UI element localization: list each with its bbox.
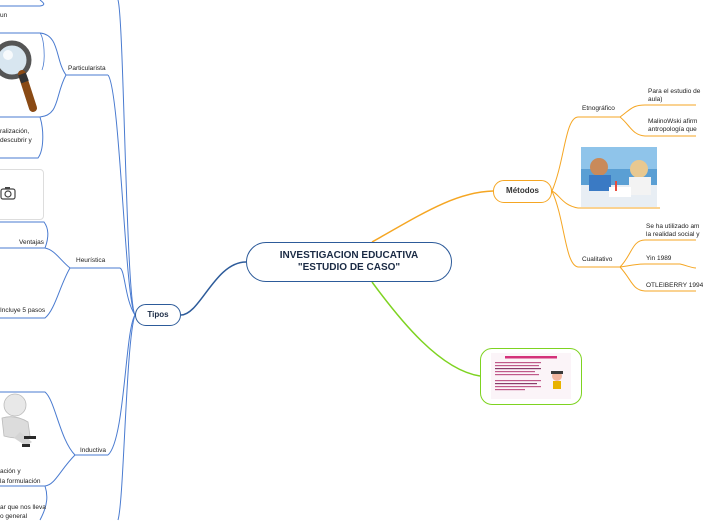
particularista-text-bottom-line2: descubrir y (0, 137, 32, 144)
inductiva-text-2-line1: ar que nos lleva (0, 504, 46, 511)
topic-metodos[interactable]: Métodos (493, 180, 552, 203)
etnografico-item-1-line1: Para el estudio de (648, 88, 701, 95)
label-etnografico[interactable]: Etnográfico (582, 105, 615, 112)
label-heuristica[interactable]: Heurística (76, 257, 106, 264)
thinking-figure-icon (1, 393, 36, 447)
particularista-text-top: un (0, 12, 8, 19)
heuristica-ventajas: Ventajas (19, 239, 44, 246)
label-inductiva[interactable]: Inductiva (80, 447, 107, 454)
central-title-line2: "ESTUDIO DE CASO" (297, 262, 401, 273)
children-photo (581, 147, 657, 207)
topic-metodos-label: Métodos (506, 186, 539, 195)
etnografico-item-2-line2: antropología que (648, 126, 697, 133)
camera-icon (0, 187, 16, 200)
cualitativo-item-1-line2: la realidad social y (646, 231, 700, 238)
camera-card (0, 169, 44, 220)
cualitativo-item-2: Yin 1989 (646, 255, 672, 262)
etnografico-item-2-line1: MalinoWski afirm (648, 118, 698, 125)
etnografico-item-1-line2: aula) (648, 96, 663, 103)
particularista-text-bottom-line1: ralización, (0, 128, 30, 135)
cualitativo-item-3: OTLEIBERRY 1994 (646, 282, 703, 289)
magnifier-icon (0, 40, 37, 112)
poster-topic[interactable] (480, 348, 582, 405)
inductiva-text-1-line1: ación y (0, 468, 21, 475)
topic-tipos-label: Tipos (147, 310, 169, 319)
inductiva-text-2-line2: o general (0, 513, 28, 520)
heuristica-incluye: Incluye 5 pasos (0, 307, 46, 314)
label-cualitativo[interactable]: Cualitativo (582, 256, 613, 263)
topic-tipos[interactable]: Tipos (135, 304, 181, 326)
cualitativo-item-1-line1: Se ha utilizado am (646, 223, 700, 230)
inductiva-text-1-line2: la formulación (0, 478, 41, 485)
central-topic[interactable]: INVESTIGACION EDUCATIVA "ESTUDIO DE CASO… (246, 242, 452, 282)
central-title-line1: INVESTIGACION EDUCATIVA (279, 250, 419, 261)
poster-thumbnail (491, 353, 571, 399)
label-particularista[interactable]: Particularista (68, 65, 106, 72)
